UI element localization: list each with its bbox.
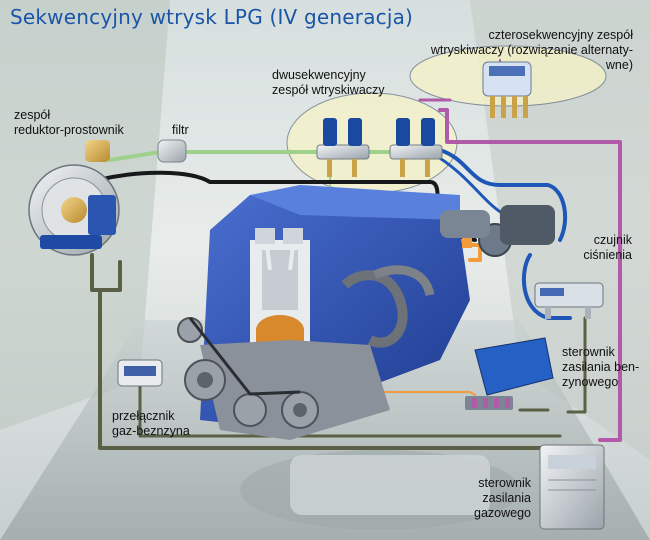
label-four-injector-line-2: wtryskiwaczy (rozwiązanie alternaty- — [430, 43, 633, 57]
vacuum-line-blue-3 — [428, 150, 507, 217]
reducer-unit — [28, 140, 120, 256]
label-two-injector-line-1: dwusekwencyjny — [272, 68, 367, 82]
power-line — [90, 253, 122, 292]
gas-petrol-switch-unit — [117, 359, 163, 387]
label-four-injector-line-3: wne) — [605, 58, 633, 72]
label-switch-line-2: gaz-beznzyna — [112, 424, 190, 438]
power-line-4 — [566, 316, 587, 414]
label-four-injector-unit: czterosekwencyjny zespół wtryskiwaczy (r… — [430, 28, 633, 72]
label-pressure-sensor-line-1: czujnik — [594, 233, 633, 247]
power-line-3 — [138, 372, 562, 438]
label-four-injector-line-1: czterosekwencyjny zespół — [488, 28, 633, 42]
label-reducer-line-1: zespół — [14, 108, 50, 122]
label-petrol-ecu-line-1: sterownik — [562, 345, 616, 359]
label-pressure-sensor: czujnik ciśnienia — [583, 233, 632, 262]
label-switch: przełącznik gaz-beznzyna — [112, 409, 190, 438]
label-reducer-line-2: reduktor-prostownik — [14, 123, 125, 137]
two-injector-unit — [316, 118, 443, 177]
label-petrol-ecu-line-3: zynowego — [562, 375, 618, 389]
gas-ecu-unit — [539, 444, 605, 530]
label-petrol-ecu-line-2: zasilania ben- — [562, 360, 639, 374]
petrol-ecu-unit — [465, 337, 554, 410]
label-pressure-sensor-line-2: ciśnienia — [583, 248, 632, 262]
power-line-2 — [98, 288, 550, 450]
label-petrol-ecu: sterownik zasilania ben- zynowego — [562, 345, 639, 389]
filter-unit — [157, 139, 187, 163]
label-two-injector-line-2: zespół wtryskiwaczy — [272, 83, 385, 97]
injector-signal-line-2 — [468, 243, 482, 262]
label-reducer: zespół reduktor-prostownik — [14, 108, 125, 137]
label-filter: filtr — [172, 123, 189, 137]
label-two-injector-unit: dwusekwencyjny zespół wtryskiwaczy — [272, 68, 385, 97]
label-gas-ecu: sterownik zasilania gazowego — [474, 476, 532, 520]
label-gas-ecu-line-3: gazowego — [474, 506, 531, 520]
pressure-sensor-unit — [534, 282, 604, 319]
label-switch-line-1: przełącznik — [112, 409, 175, 423]
diagram-title: Sekwencyjny wtrysk LPG (IV generacja) — [10, 5, 413, 29]
vacuum-line-blue — [438, 148, 568, 242]
four-injector-unit — [482, 61, 532, 118]
label-gas-ecu-line-1: sterownik — [478, 476, 532, 490]
engine-block — [177, 185, 555, 440]
label-gas-ecu-line-2: zasilania — [482, 491, 531, 505]
signal-line-purple — [438, 108, 622, 442]
